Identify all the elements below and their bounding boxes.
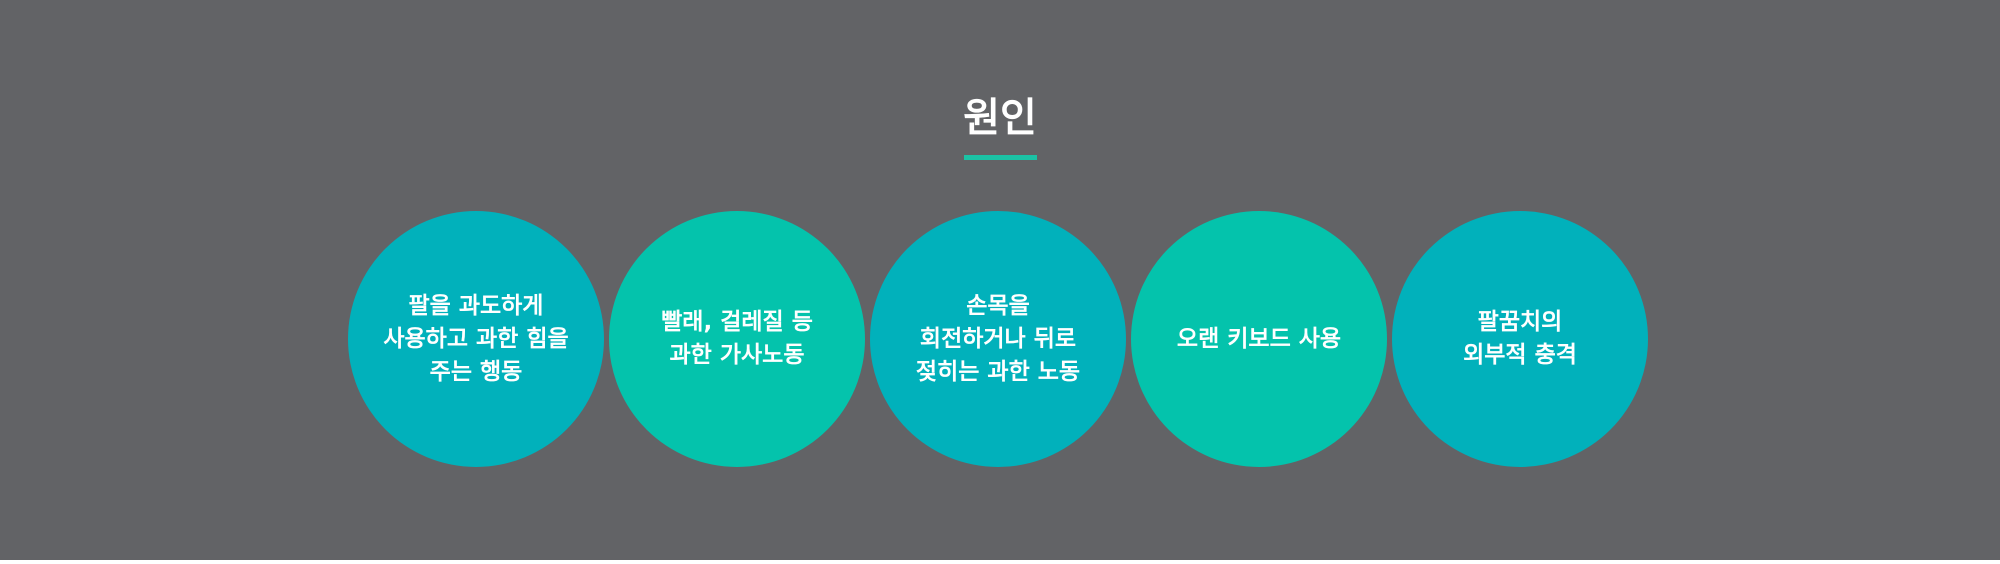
section-title: 원인 xyxy=(963,95,1037,141)
cause-circle-1: 팔을 과도하게 사용하고 과한 힘을 주는 행동 xyxy=(348,211,604,467)
cause-circle-5: 팔꿈치의 외부적 충격 xyxy=(1392,211,1648,467)
cause-text: 팔꿈치의 외부적 충격 xyxy=(1463,309,1577,368)
cause-text: 오랜 키보드 사용 xyxy=(1176,325,1342,352)
cause-circle-3: 손목을 회전하거나 뒤로 젖히는 과한 노동 xyxy=(870,211,1126,467)
cause-circle-4: 오랜 키보드 사용 xyxy=(1131,211,1387,467)
cause-text: 팔을 과도하게 사용하고 과한 힘을 주는 행동 xyxy=(383,292,569,385)
cause-circle-2: 빨래, 걸레질 등 과한 가사노동 xyxy=(609,211,865,467)
causes-list: 팔을 과도하게 사용하고 과한 힘을 주는 행동 빨래, 걸레질 등 과한 가사… xyxy=(348,211,1648,467)
cause-text: 빨래, 걸레질 등 과한 가사노동 xyxy=(661,309,813,368)
title-underline xyxy=(964,155,1037,160)
cause-text: 손목을 회전하거나 뒤로 젖히는 과한 노동 xyxy=(915,292,1081,385)
